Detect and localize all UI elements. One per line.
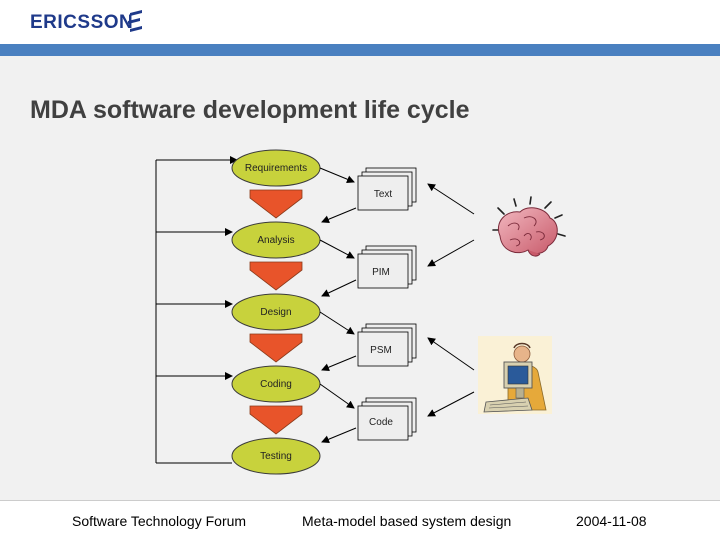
footer-center-text: Meta-model based system design	[302, 513, 512, 529]
header-band	[0, 44, 720, 56]
phase-label: Requirements	[245, 163, 307, 174]
footer-date: 2004-11-08	[576, 513, 647, 529]
brain-icon	[492, 196, 566, 257]
phase-label: Analysis	[257, 235, 294, 246]
footer: Software Technology Forum Meta-model bas…	[0, 500, 720, 540]
footer-left-text: Software Technology Forum	[72, 513, 247, 529]
down-arrow	[249, 405, 303, 435]
slide-title: MDA software development life cycle	[30, 96, 470, 124]
artifact-to-phase-arrows	[321, 207, 357, 444]
artifact-psm: PSM	[357, 323, 417, 367]
feedback-loop	[155, 156, 238, 464]
actor-arrows	[427, 183, 475, 417]
phase-testing: Testing	[231, 437, 321, 475]
person-at-computer-icon	[478, 336, 552, 414]
ericsson-logo-text: ERICSSON	[30, 12, 134, 33]
artifact-text: Text	[357, 167, 417, 211]
phase-requirements: Requirements	[231, 149, 321, 187]
phase-down-arrows	[249, 189, 303, 435]
lifecycle-diagram: Requirements Analysis Design Coding Test…	[155, 149, 566, 475]
phase-label: Testing	[260, 451, 292, 462]
phase-coding: Coding	[231, 365, 321, 403]
artifact-pim: PIM	[357, 245, 417, 289]
phase-analysis: Analysis	[231, 221, 321, 259]
phase-label: Design	[260, 307, 291, 318]
artifact-label: Code	[369, 417, 393, 428]
ericsson-logo-icon	[128, 10, 142, 32]
phase-to-artifact-arrows	[319, 167, 355, 409]
down-arrow	[249, 261, 303, 291]
artifact-label: PSM	[370, 345, 392, 356]
phase-label: Coding	[260, 379, 292, 390]
down-arrow	[249, 333, 303, 363]
header: ERICSSON	[0, 0, 720, 44]
artifact-label: PIM	[372, 267, 390, 278]
artifact-code: Code	[357, 397, 417, 441]
artifact-label: Text	[374, 189, 393, 200]
phase-design: Design	[231, 293, 321, 331]
down-arrow	[249, 189, 303, 219]
